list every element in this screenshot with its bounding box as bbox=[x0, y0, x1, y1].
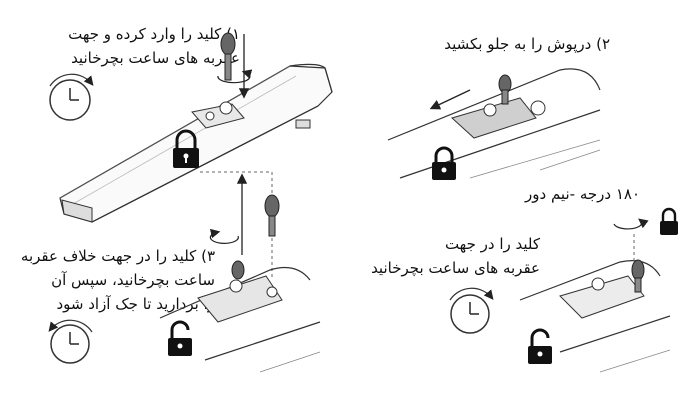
cover-plate bbox=[559, 259, 645, 319]
unlocked-padlock-icon bbox=[168, 320, 192, 356]
rotation-arrow-icon bbox=[217, 69, 253, 84]
rotation-note: ۱۸۰ درجه -نیم دور bbox=[525, 185, 640, 203]
step-2-line-1: ۲) درپوش را به جلو بکشید bbox=[444, 35, 610, 53]
cover-plate bbox=[197, 260, 283, 323]
step-1-line-2: عقربه های ساعت بچرخانید bbox=[71, 49, 240, 67]
key-icon bbox=[220, 32, 236, 81]
locked-padlock-icon bbox=[660, 207, 678, 235]
clockwise-clock-icon bbox=[449, 287, 494, 334]
step-4-text: کلید را در جهت عقربه های ساعت بچرخانید bbox=[371, 232, 540, 280]
pipe-step-3 bbox=[159, 267, 321, 373]
unlocked-padlock-icon bbox=[528, 328, 552, 364]
clockwise-clock-icon bbox=[49, 73, 94, 121]
step-3-line-2: ساعت بچرخانید، سپس آن bbox=[51, 271, 215, 289]
step-2-text: ۲) درپوش را به جلو بکشید bbox=[444, 32, 610, 56]
step-3-line-1: ۳) کلید را در جهت خلاف عقربه bbox=[20, 247, 215, 265]
key-icon bbox=[264, 194, 280, 237]
step-3-text: ۳) کلید را در جهت خلاف عقربه ساعت بچرخان… bbox=[21, 244, 215, 316]
step-4-line-1: کلید را در جهت bbox=[444, 235, 540, 253]
locked-padlock-icon bbox=[173, 129, 199, 168]
cover-plate bbox=[451, 74, 546, 139]
counterclockwise-clock-icon bbox=[48, 319, 93, 364]
rotation-arrow-icon bbox=[613, 218, 649, 230]
locked-padlock-icon bbox=[432, 146, 456, 180]
direction-arrow-icon bbox=[429, 89, 471, 110]
rotation-arrow-icon bbox=[209, 228, 239, 244]
step-1-text: ۱) کلید را وارد کرده و جهت عقربه های ساع… bbox=[68, 22, 240, 70]
step-3-line-3: را بردارید تا جک آزاد شود bbox=[56, 295, 215, 313]
step-4-line-2: عقربه های ساعت بچرخانید bbox=[371, 259, 540, 277]
step-1-line-1: ۱) کلید را وارد کرده و جهت bbox=[68, 25, 240, 43]
